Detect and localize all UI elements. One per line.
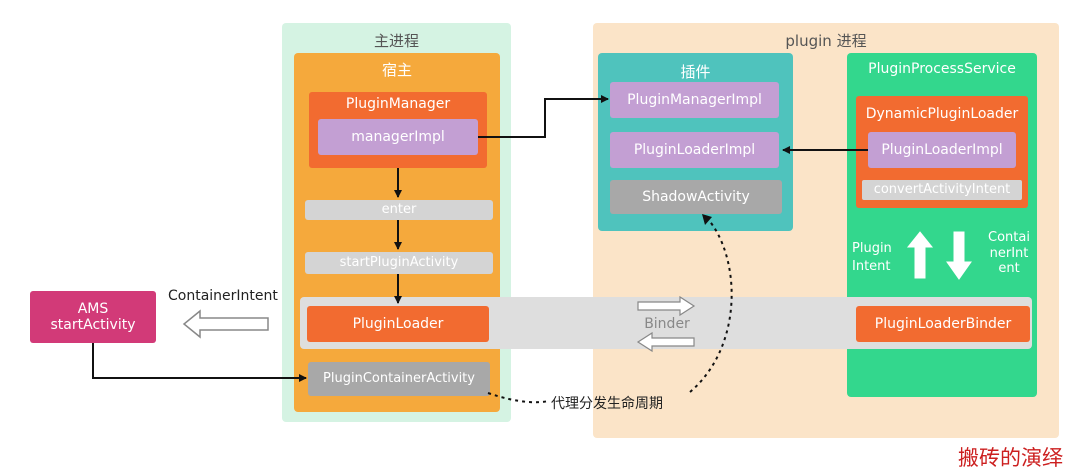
- ams-line1: AMS: [77, 300, 109, 317]
- plugin-title: 插件: [680, 63, 711, 81]
- enter-step: enter: [305, 200, 493, 220]
- convert-activity-intent-box: convertActivityIntent: [862, 180, 1022, 200]
- plugin-process-service-title: PluginProcessService: [868, 61, 1016, 77]
- shadow-activity-box: ShadowActivity: [610, 180, 782, 214]
- container-intent-line2: nerInt: [989, 245, 1029, 261]
- ams-line2: startActivity: [50, 317, 136, 333]
- ams-start-activity-box: AMS startActivity: [30, 291, 156, 343]
- container-intent-label: ContainerIntent: [168, 288, 278, 304]
- watermark: 搬砖的演绎: [958, 446, 1063, 470]
- plugin-intent-line1: Plugin: [852, 241, 892, 256]
- plugin-process-title: plugin 进程: [785, 32, 867, 50]
- plugin-manager-title: PluginManager: [345, 96, 451, 112]
- plugin-intent-line2: Intent: [852, 258, 891, 274]
- main-process-title: 主进程: [373, 32, 419, 50]
- plugin-loader-box: PluginLoader: [307, 306, 489, 342]
- host-title: 宿主: [381, 61, 412, 79]
- container-intent-line1: Contai: [988, 230, 1030, 245]
- arrow-ams-to-container-activity: [92, 343, 307, 382]
- hollow-arrow-container-intent: [182, 309, 269, 339]
- plugin-manager-impl-box: PluginManagerImpl: [610, 82, 779, 118]
- start-plugin-activity-step: startPluginActivity: [305, 252, 493, 274]
- manager-impl-box: managerImpl: [318, 119, 478, 155]
- service-plugin-loader-impl-box: PluginLoaderImpl: [868, 132, 1016, 168]
- dynamic-plugin-loader-title: DynamicPluginLoader: [865, 106, 1019, 122]
- container-intent-vertical-label: Contai nerInt ent: [982, 230, 1036, 277]
- plugin-loader-impl-box: PluginLoaderImpl: [610, 132, 779, 168]
- plugin-intent-label: Plugin Intent: [852, 240, 904, 275]
- plugin-container-activity-box: PluginContainerActivity: [308, 362, 490, 396]
- plugin-loader-binder-box: PluginLoaderBinder: [856, 306, 1030, 342]
- container-intent-line3: ent: [998, 261, 1020, 277]
- binder-label: Binder: [644, 316, 690, 332]
- proxy-lifecycle-label: 代理分发生命周期: [551, 396, 663, 412]
